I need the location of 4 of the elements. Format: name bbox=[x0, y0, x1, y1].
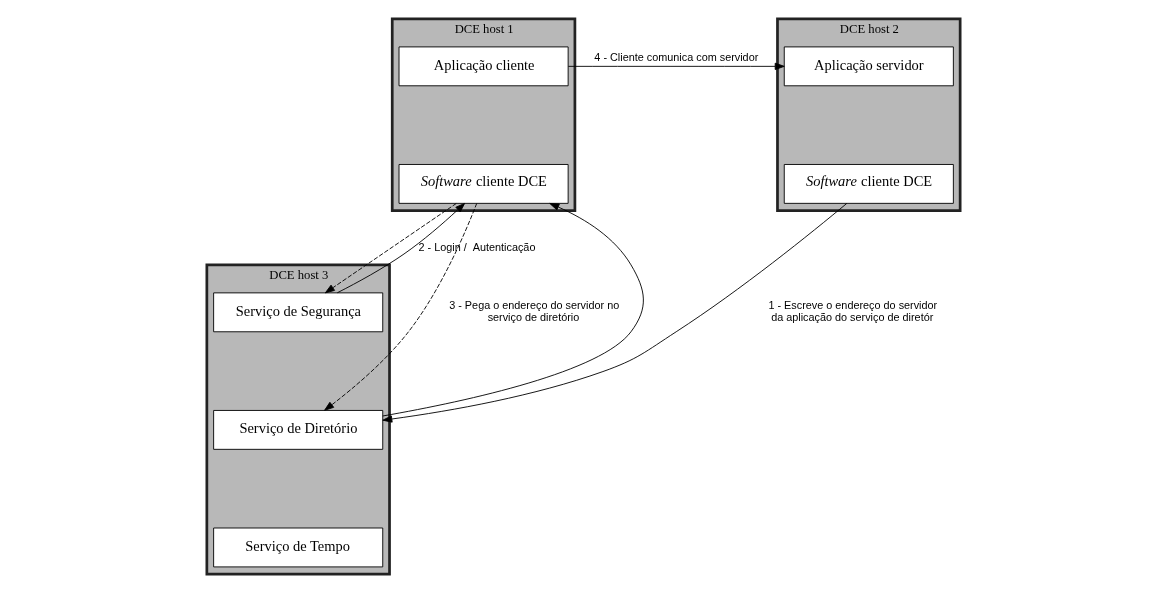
edge-label: 2 - Login / Autenticação bbox=[418, 240, 536, 253]
edge-label: 1 - Escreve o endereço do servidor da aplicação do serviço de diretór bbox=[768, 299, 938, 324]
edge-label: 3 - Pega o endereço do servidor no serviço de diretório bbox=[449, 299, 620, 324]
edge-label: 4 - Cliente comunica com servidor bbox=[594, 50, 759, 63]
